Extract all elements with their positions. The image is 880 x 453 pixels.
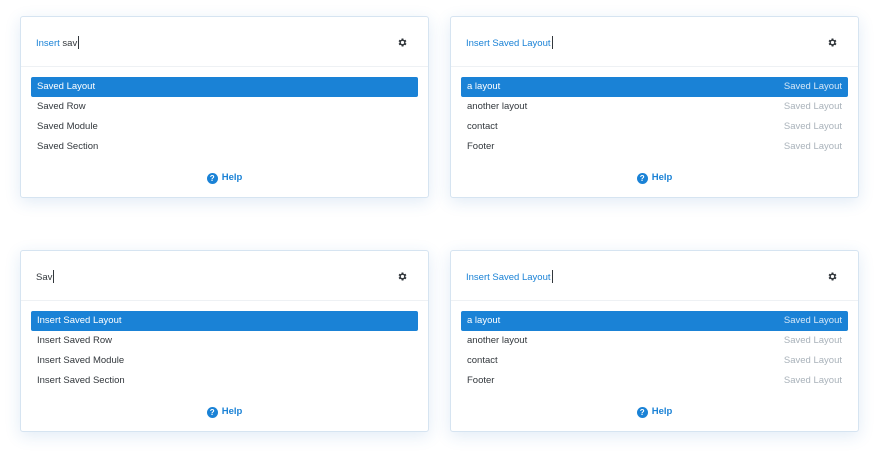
help-label: Help [221, 172, 243, 183]
item-label: another layout [467, 101, 528, 112]
item-label: Insert Saved Layout [37, 315, 122, 326]
results-list: Insert Saved Layout Insert Saved Row Ins… [31, 311, 418, 391]
list-item[interactable]: Saved Layout [31, 77, 418, 97]
list-item[interactable]: Insert Saved Section [31, 371, 418, 391]
text-caret [53, 270, 55, 283]
help-row: ?Help [451, 405, 858, 419]
list-item[interactable]: Saved Row [31, 97, 418, 117]
item-label: Saved Module [37, 121, 98, 132]
item-label: Insert Saved Section [37, 375, 125, 386]
help-link[interactable]: ?Help [206, 171, 243, 185]
item-label: Saved Row [37, 101, 86, 112]
list-item[interactable]: Insert Saved Module [31, 351, 418, 371]
help-row: ?Help [451, 171, 858, 185]
item-tag: Saved Layout [783, 335, 842, 346]
list-item[interactable]: another layout Saved Layout [461, 97, 848, 117]
search-row[interactable]: Insert Saved Layout [451, 17, 858, 67]
item-tag: Saved Layout [783, 375, 842, 386]
help-circle-icon: ? [206, 407, 218, 418]
query-text: sav [62, 38, 78, 49]
search-query[interactable]: Insert Saved Layout [466, 270, 553, 284]
item-label: another layout [467, 335, 528, 346]
list-item[interactable]: Footer Saved Layout [461, 137, 848, 157]
list-item[interactable]: a layout Saved Layout [461, 311, 848, 331]
item-label: Footer [467, 375, 495, 386]
query-prefix: Insert [36, 38, 60, 49]
item-tag: Saved Layout [783, 101, 842, 112]
item-label: Saved Layout [37, 81, 96, 92]
gear-icon[interactable] [397, 37, 408, 48]
item-tag: Saved Layout [783, 81, 842, 92]
help-link[interactable]: ?Help [206, 405, 243, 419]
item-label: contact [467, 121, 498, 132]
help-link[interactable]: ?Help [636, 405, 673, 419]
list-item[interactable]: Saved Section [31, 137, 418, 157]
item-tag: Saved Layout [783, 121, 842, 132]
list-item[interactable]: contact Saved Layout [461, 351, 848, 371]
list-item[interactable]: Footer Saved Layout [461, 371, 848, 391]
help-label: Help [651, 406, 673, 417]
item-label: Saved Section [37, 141, 99, 152]
help-link[interactable]: ?Help [636, 171, 673, 185]
search-row[interactable]: Sav [21, 251, 428, 301]
gear-icon[interactable] [397, 271, 408, 282]
gear-icon[interactable] [827, 271, 838, 282]
query-text: Insert Saved Layout [466, 272, 551, 283]
search-query[interactable]: Insert Saved Layout [466, 36, 553, 50]
item-label: Insert Saved Row [37, 335, 112, 346]
item-label: a layout [467, 81, 501, 92]
text-caret [551, 270, 553, 283]
help-row: ?Help [21, 171, 428, 185]
text-caret [78, 36, 80, 49]
item-label: Footer [467, 141, 495, 152]
search-row[interactable]: Insert sav [21, 17, 428, 67]
search-query[interactable]: Sav [36, 270, 55, 284]
item-tag: Saved Layout [783, 141, 842, 152]
list-item[interactable]: a layout Saved Layout [461, 77, 848, 97]
help-row: ?Help [21, 405, 428, 419]
list-item[interactable]: another layout Saved Layout [461, 331, 848, 351]
help-label: Help [651, 172, 673, 183]
help-circle-icon: ? [636, 407, 648, 418]
list-item[interactable]: contact Saved Layout [461, 117, 848, 137]
item-label: Insert Saved Module [37, 355, 125, 366]
item-tag: Saved Layout [783, 355, 842, 366]
list-item[interactable]: Saved Module [31, 117, 418, 137]
gear-icon[interactable] [827, 37, 838, 48]
list-item[interactable]: Insert Saved Layout [31, 311, 418, 331]
text-caret [551, 36, 553, 49]
command-palette-panel: Sav Insert Saved Layout Insert Saved Row… [20, 250, 429, 432]
query-text: Insert Saved Layout [466, 38, 551, 49]
help-label: Help [221, 406, 243, 417]
command-palette-panel: Insert sav Saved Layout Saved Row Saved … [20, 16, 429, 198]
item-label: contact [467, 355, 498, 366]
list-item[interactable]: Insert Saved Row [31, 331, 418, 351]
item-label: a layout [467, 315, 501, 326]
item-tag: Saved Layout [783, 315, 842, 326]
query-text: Sav [36, 272, 53, 283]
search-row[interactable]: Insert Saved Layout [451, 251, 858, 301]
help-circle-icon: ? [206, 173, 218, 184]
search-query[interactable]: Insert sav [36, 36, 80, 50]
help-circle-icon: ? [636, 173, 648, 184]
results-list: Saved Layout Saved Row Saved Module Save… [31, 77, 418, 157]
